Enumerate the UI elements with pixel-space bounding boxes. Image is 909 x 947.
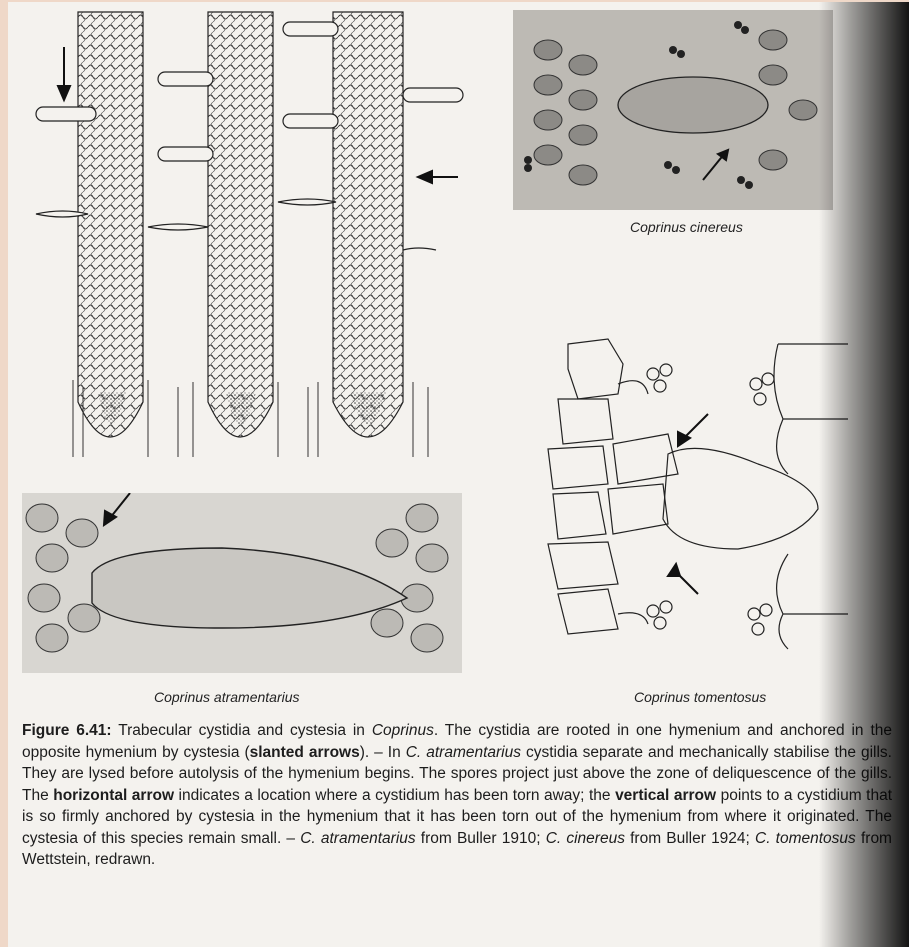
caption-italic: C. atramentarius (406, 744, 521, 761)
caption-bold: slanted arrows (250, 744, 360, 761)
tomentosus-drawing (528, 324, 858, 654)
cinereus-drawing (513, 10, 833, 210)
caption-text: ). – In (360, 744, 406, 761)
caption-italic: C. cinereus (546, 830, 625, 847)
caption-text: from Buller 1910; (416, 830, 546, 847)
caption-bold: vertical arrow (615, 787, 716, 804)
caption-italic: C. atramentarius (300, 830, 415, 847)
caption-tomentosus: Coprinus tomentosus (634, 689, 766, 705)
book-page: Coprinus cinereus Coprinus atramentarius (8, 2, 909, 947)
caption-bold: horizontal arrow (53, 787, 174, 804)
caption-atramentarius: Coprinus atramentarius (154, 689, 300, 705)
figure-label: Figure 6.41: (22, 722, 112, 739)
caption-text: Trabecular cystidia and cystesia in (118, 722, 372, 739)
caption-cinereus: Coprinus cinereus (630, 219, 743, 235)
figure-caption: Figure 6.41: Trabecular cystidia and cys… (22, 720, 892, 871)
caption-text: from Buller 1924; (625, 830, 755, 847)
caption-italic: Coprinus (372, 722, 434, 739)
caption-italic: C. tomentosus (755, 830, 856, 847)
caption-text: indicates a location where a cystidium h… (174, 787, 615, 804)
gill-drawing (18, 2, 488, 472)
atramentarius-drawing (22, 493, 462, 673)
